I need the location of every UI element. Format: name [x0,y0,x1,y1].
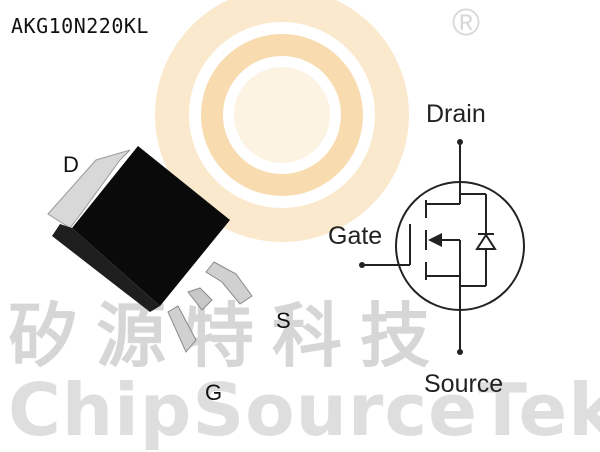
pin-label-source: S [276,308,291,333]
lead-source [205,261,253,305]
body-arrow [428,233,442,247]
drain-terminal [457,139,463,145]
logo-glow [234,67,330,163]
symbol-label-gate: Gate [328,222,383,250]
lead-gate [167,305,197,353]
symbol-label-drain: Drain [426,100,486,128]
diode-triangle [475,233,497,250]
package-body [72,146,230,306]
part-number: AKG10N220KL [11,14,149,38]
package-body-side [52,224,160,312]
logo-outer-ring [155,0,409,242]
watermark-chinese: 矽源特科技 [8,294,448,377]
watermark-english: ChipSourceTek [8,368,600,452]
lead-center [187,287,213,311]
source-terminal [457,349,463,355]
pin-label-gate: G [205,380,223,405]
registered-mark: ® [452,2,480,44]
pin-label-drain: D [63,152,79,177]
logo-inner-ring [201,34,363,196]
symbol-label-source: Source [424,370,504,398]
gate-terminal [359,262,365,268]
